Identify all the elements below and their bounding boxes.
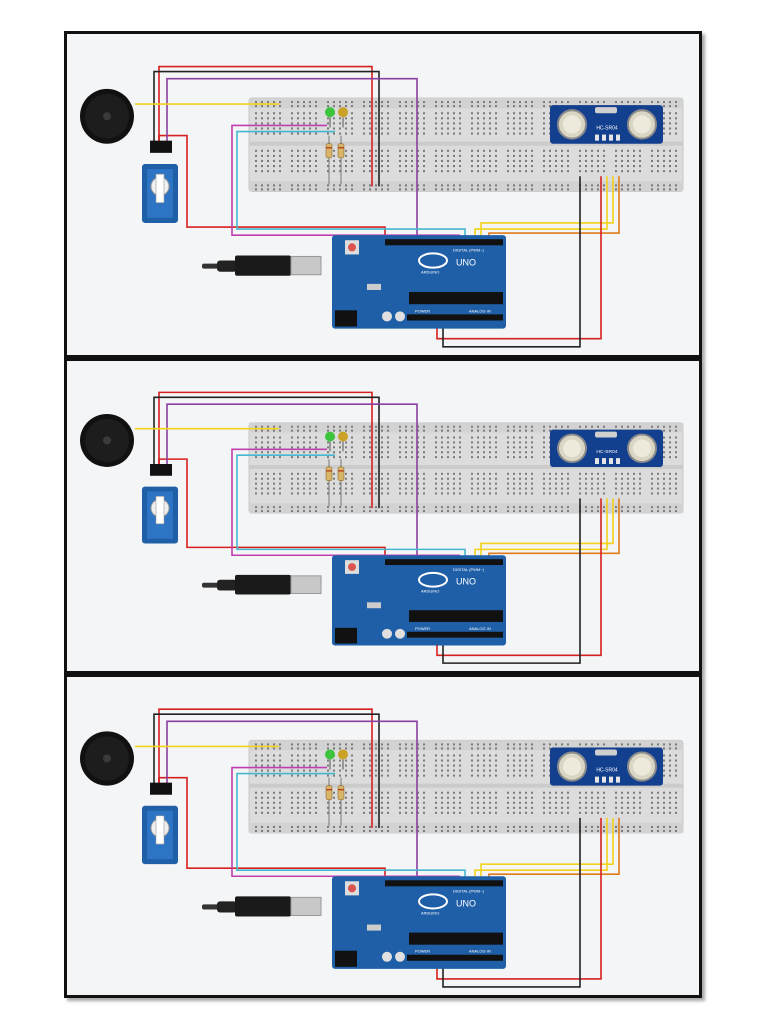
circuit-panel-2: HC-SR04 UNO ARDUINO DIGITAL (PWM~) POWER… (64, 358, 702, 674)
usb-cable-icon (202, 255, 322, 276)
sensor-label: HC-SR04 (596, 125, 618, 131)
usb-cable-icon (202, 574, 322, 595)
board-model: UNO (456, 898, 476, 908)
breadboard-holes (255, 743, 677, 832)
header-analog: ANALOG IN (469, 626, 491, 631)
arduino-board-icon: UNO ARDUINO DIGITAL (PWM~) POWER ANALOG … (332, 235, 506, 329)
piezo-buzzer-icon (80, 413, 134, 467)
resistor-icon (325, 777, 345, 826)
servo-motor-icon (142, 464, 178, 544)
circuit-diagram: HC-SR04 UNO ARDUINO DIGITAL (PWM~) POWER… (80, 391, 684, 664)
servo-motor-icon (142, 782, 178, 865)
piezo-buzzer-icon (80, 731, 134, 786)
ultrasonic-sensor-icon: HC-SR04 (550, 429, 663, 467)
header-digital: DIGITAL (PWM~) (453, 247, 485, 252)
header-analog: ANALOG IN (469, 949, 491, 954)
usb-cable-icon (202, 896, 322, 917)
piezo-buzzer-icon (80, 88, 134, 144)
sensor-label: HC-SR04 (596, 768, 618, 774)
ultrasonic-sensor-icon: HC-SR04 (550, 747, 663, 786)
circuit-panel-1: HC-SR04 UNO ARDUINO DIGITAL (PWM~) POWER… (64, 31, 702, 358)
header-power: POWER (415, 626, 430, 631)
resistor-icon (325, 459, 345, 507)
header-digital: DIGITAL (PWM~) (453, 567, 485, 572)
board-brand: ARDUINO (421, 270, 439, 275)
circuit-panel-3: HC-SR04 UNO ARDUINO DIGITAL (PWM~) POWER… (64, 674, 702, 998)
header-digital: DIGITAL (PWM~) (453, 888, 485, 893)
board-brand: ARDUINO (421, 910, 439, 915)
header-power: POWER (415, 308, 430, 313)
board-brand: ARDUINO (421, 589, 439, 594)
board-model: UNO (456, 577, 476, 587)
led-icon (325, 107, 348, 128)
resistor-icon (325, 135, 345, 185)
led-icon (325, 749, 348, 770)
arduino-board-icon: UNO ARDUINO DIGITAL (PWM~) POWER ANALOG … (332, 555, 506, 646)
led-icon (325, 431, 348, 452)
board-model: UNO (456, 258, 476, 268)
wires (135, 391, 620, 664)
sensor-label: HC-SR04 (596, 449, 618, 455)
header-power: POWER (415, 949, 430, 954)
servo-motor-icon (142, 140, 178, 223)
ultrasonic-sensor-icon: HC-SR04 (550, 105, 663, 144)
circuit-diagram: HC-SR04 UNO ARDUINO DIGITAL (PWM~) POWER… (80, 708, 684, 988)
circuit-diagram: HC-SR04 UNO ARDUINO DIGITAL (PWM~) POWER… (80, 65, 684, 348)
header-analog: ANALOG IN (469, 308, 491, 313)
arduino-board-icon: UNO ARDUINO DIGITAL (PWM~) POWER ANALOG … (332, 876, 506, 969)
